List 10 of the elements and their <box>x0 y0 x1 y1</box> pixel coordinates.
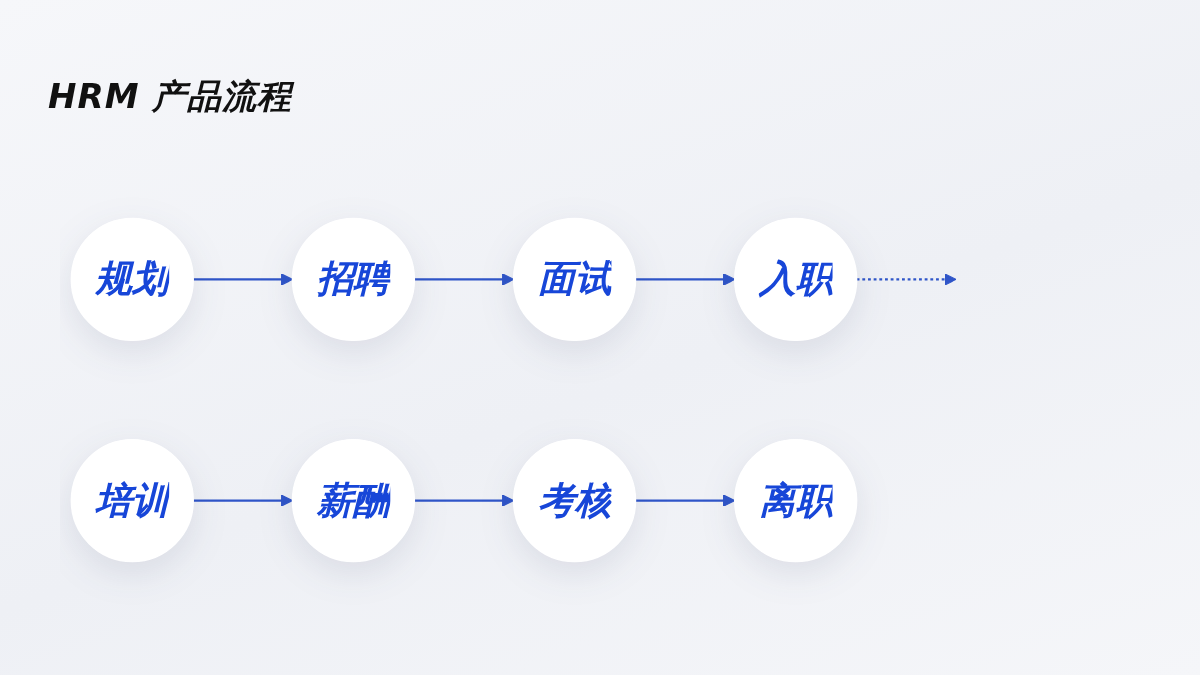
step-circle: 考核 <box>512 438 637 563</box>
step-circle: 培训 <box>70 438 194 563</box>
dashed-arrow <box>856 273 957 286</box>
step-circle: 招聘 <box>291 217 416 342</box>
step-circle: 入职 <box>734 217 858 342</box>
step-circle: 面试 <box>512 217 637 342</box>
step-circle: 薪酬 <box>291 438 416 563</box>
step-circle: 规划 <box>70 217 194 342</box>
diagram-title: HRM 产品流程 <box>48 75 293 118</box>
step-circle: 离职 <box>734 438 858 563</box>
